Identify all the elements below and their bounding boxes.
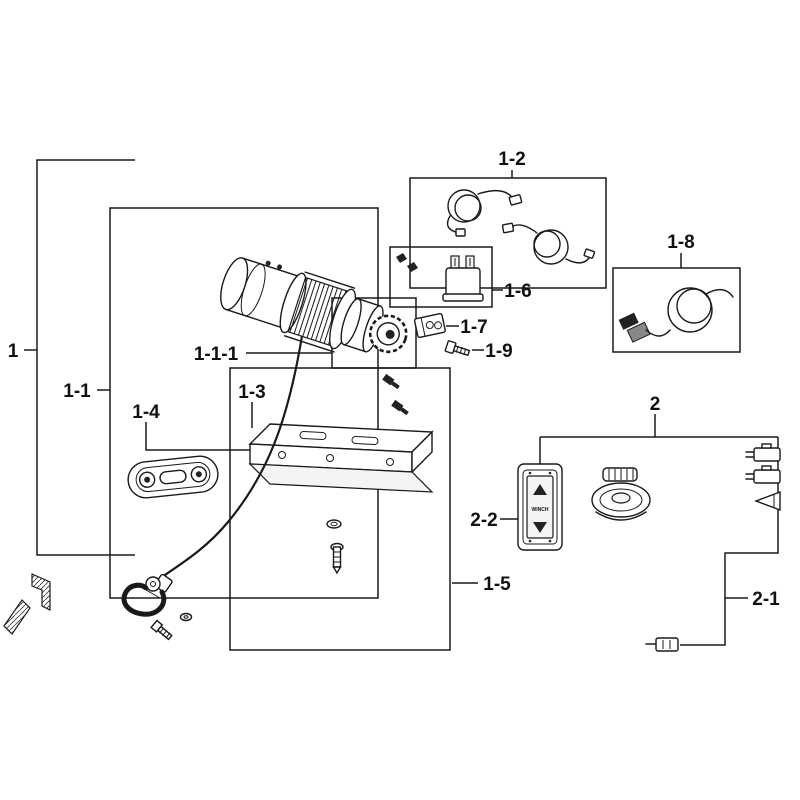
group-box-1-2 — [409, 170, 607, 289]
callout-1: 1 — [8, 341, 19, 362]
callout-2-1: 2-1 — [752, 589, 780, 610]
cable-1-8 — [618, 287, 734, 343]
winch-cable — [155, 335, 304, 583]
callout-1-4: 1-4 — [132, 402, 160, 423]
mounting-plate — [248, 423, 434, 493]
callout-1-2: 1-2 — [498, 149, 525, 170]
bolt — [391, 399, 409, 416]
cable-coil-b — [501, 222, 596, 265]
group-box-1-6 — [389, 246, 503, 308]
callout-bracket-1 — [24, 159, 135, 556]
group-box-1-5 — [229, 367, 478, 651]
callout-1-3: 1-3 — [238, 382, 265, 403]
cable-coil-a — [446, 189, 523, 237]
callout-1-8: 1-8 — [667, 232, 694, 253]
callout-1-1-1: 1-1-1 — [194, 344, 239, 365]
fairlead — [127, 455, 219, 499]
rocker-switch-label: WINCH — [532, 507, 549, 513]
washer-small — [179, 612, 193, 622]
leader-lines — [145, 325, 518, 520]
bracket-1-7 — [413, 312, 446, 339]
small-fasteners — [396, 253, 418, 272]
rocker-switch: WINCH — [517, 463, 563, 551]
screw-vertical — [330, 542, 344, 575]
handlebar-switch — [591, 467, 651, 521]
connector-3 — [754, 490, 781, 512]
callout-1-1: 1-1 — [63, 381, 91, 402]
group-lines-2 — [539, 414, 779, 646]
plug-2-1 — [645, 637, 679, 652]
callout-1-6: 1-6 — [504, 281, 531, 302]
group-box-1-8 — [612, 253, 741, 353]
screw-1-9 — [444, 340, 471, 357]
callout-1-9: 1-9 — [485, 341, 512, 362]
connector-1 — [745, 443, 781, 462]
callout-1-7: 1-7 — [460, 317, 487, 338]
bolt — [382, 373, 400, 390]
callout-1-5: 1-5 — [483, 574, 511, 595]
winch-assembly — [220, 257, 408, 354]
callout-2: 2 — [650, 394, 661, 415]
hook-assembly — [121, 573, 173, 617]
washer — [326, 519, 342, 529]
contactor — [442, 255, 484, 302]
callout-2-2: 2-2 — [470, 510, 497, 531]
corner-bracket — [3, 573, 51, 635]
screw-small — [150, 619, 173, 641]
group-box-1-1 — [97, 207, 379, 599]
connector-2 — [745, 465, 781, 484]
